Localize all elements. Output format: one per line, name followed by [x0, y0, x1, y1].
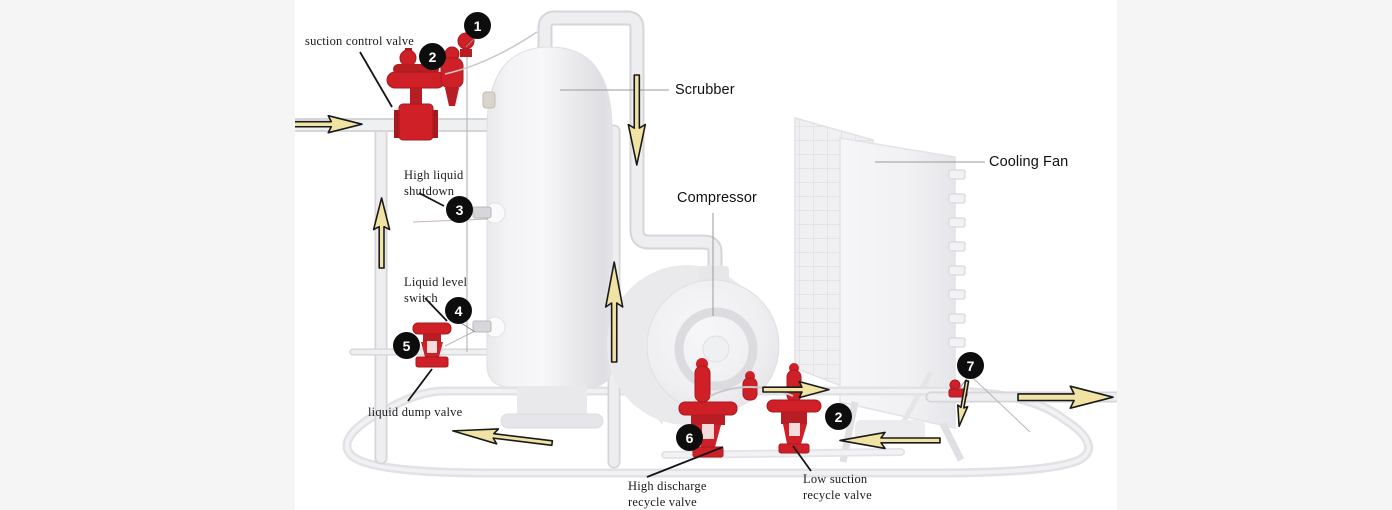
compressor-unit	[607, 265, 780, 425]
fan-louvers	[948, 169, 966, 348]
liquid-dump-valve	[412, 322, 452, 368]
callout-badge-2-second: 2	[825, 403, 852, 430]
label-liquid-level-switch: Liquid level switch	[404, 275, 468, 306]
callout-badge-6: 6	[676, 424, 703, 451]
label-compressor: Compressor	[677, 190, 757, 206]
diagram-canvas: suction control valve High liquid shutdo…	[295, 0, 1117, 510]
callout-badge-5: 5	[393, 332, 420, 359]
suction-control-valve	[386, 31, 538, 141]
callout-badge-1: 1	[464, 12, 491, 39]
label-high-discharge-recycle-valve: High discharge recycle valve	[628, 479, 707, 510]
callout-badge-4: 4	[445, 297, 472, 324]
label-scrubber: Scrubber	[675, 82, 735, 98]
label-low-suction-recycle-valve: Low suction recycle valve	[803, 472, 872, 503]
leader-lines	[359, 37, 985, 478]
cooling-fan	[794, 117, 966, 463]
high-liquid-shutdown-fitting	[472, 202, 506, 224]
base-skid	[342, 386, 1093, 478]
liquid-level-switch-fitting	[472, 316, 506, 338]
callout-badge-3: 3	[446, 196, 473, 223]
label-cooling-fan: Cooling Fan	[989, 154, 1069, 170]
diagram-artwork	[295, 10, 1117, 478]
callout-badge-7: 7	[957, 352, 984, 379]
label-liquid-dump-valve: liquid dump valve	[368, 405, 463, 419]
label-suction-control-valve: suction control valve	[305, 34, 415, 48]
label-high-liquid-shutdown: High liquid shutdown	[404, 168, 464, 199]
callout-badge-2: 2	[419, 43, 446, 70]
scrubber-vessel	[486, 46, 613, 429]
